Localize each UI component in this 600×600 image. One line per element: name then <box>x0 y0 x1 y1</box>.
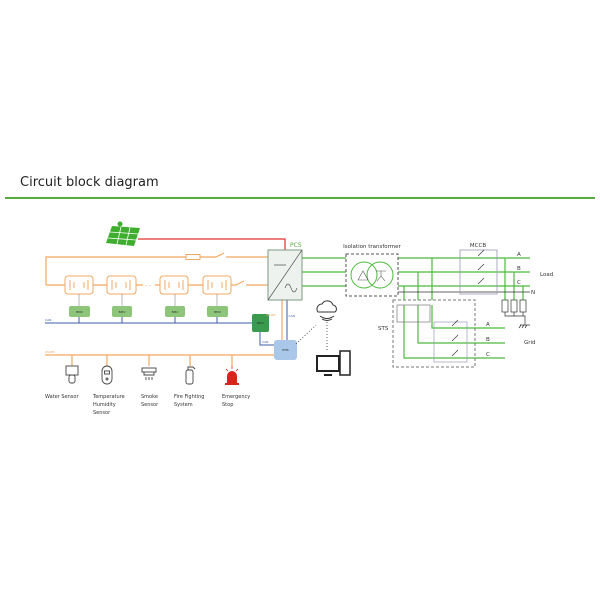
pv-line <box>138 238 286 250</box>
battery-icon <box>159 275 189 295</box>
sensor-label: Smoke <box>141 394 158 400</box>
can-pcs-label: CAN <box>289 314 295 318</box>
sensor-label: Temperature <box>92 394 125 400</box>
rs485-label: RS485 <box>45 350 55 354</box>
can-ems-label: CAN <box>262 340 268 344</box>
sensor-label: Sensor <box>141 402 159 408</box>
bmu-label: BMU <box>214 310 221 314</box>
transformer-icon <box>345 253 399 297</box>
can-bus <box>45 300 288 346</box>
bmu-box <box>112 306 132 317</box>
sts-box <box>392 299 476 368</box>
bmu-box <box>207 306 228 317</box>
battery-icon <box>202 275 232 295</box>
grid-label: Grid <box>524 340 536 346</box>
bmu-label: BMU <box>76 310 83 314</box>
sensor-labels: Water Sensor Temperature Humidity Sensor… <box>45 394 250 416</box>
rs485-bus <box>45 300 283 366</box>
bcu-box <box>252 314 269 332</box>
bcu-label: BCU <box>257 321 263 325</box>
computer-icon <box>316 350 351 376</box>
bmu-box <box>165 306 185 317</box>
ems-box <box>274 340 297 360</box>
fuse-icon <box>185 254 201 260</box>
load-label: Load <box>540 272 553 278</box>
sensor-label: System <box>174 402 193 408</box>
sensor-label: Humidity <box>93 402 116 408</box>
battery-icon <box>106 275 137 295</box>
load-phase-b: B <box>517 266 521 272</box>
mccb-box <box>459 249 498 295</box>
smoke-detector-icon <box>141 367 157 380</box>
grid-phase-c: C <box>486 352 490 358</box>
dc-bus <box>45 252 268 286</box>
can-label: CAN <box>45 318 51 322</box>
ems-label: EMS <box>282 348 288 352</box>
sensor-label: Emergency <box>222 394 250 400</box>
grid-phase-b: B <box>486 337 490 343</box>
water-sensor-icon <box>65 365 79 384</box>
neutral-label: N <box>531 290 535 296</box>
svg-text:- -: - - <box>145 282 151 289</box>
transformer-label: Isolation transformer <box>343 244 401 250</box>
cloud-icon <box>316 300 337 321</box>
grid-phase-a: A <box>486 322 490 328</box>
surge-arrester-icons <box>501 299 530 329</box>
load-phase-c: C <box>517 280 521 286</box>
rs485-pcs-label: RS485 <box>266 313 276 317</box>
sensor-label: Stop <box>222 402 233 408</box>
title-divider <box>5 197 595 199</box>
bmu-box <box>69 306 90 317</box>
sensor-label: Fire Fighting <box>174 394 204 400</box>
bmu-units: BMU BMU BMU BMU <box>69 306 228 317</box>
battery-icon <box>64 275 94 295</box>
page-title: Circuit block diagram <box>20 175 159 190</box>
ac-lines <box>302 257 530 359</box>
battery-modules <box>64 275 232 295</box>
sensor-label: Water Sensor <box>45 394 79 400</box>
load-phase-a: A <box>517 252 521 258</box>
sensor-label: Sensor <box>93 410 111 416</box>
emergency-light-icon <box>225 366 239 385</box>
solar-panel-icon <box>106 221 140 246</box>
sts-label: STS <box>378 326 389 332</box>
thermometer-hygrometer-icon <box>101 365 113 385</box>
bmu-label: BMU <box>172 310 179 314</box>
mccb-label: MCCB <box>470 243 486 249</box>
bmu-label: BMU <box>119 310 126 314</box>
pcs-label: PCS <box>290 242 302 249</box>
fire-extinguisher-icon <box>185 366 196 385</box>
